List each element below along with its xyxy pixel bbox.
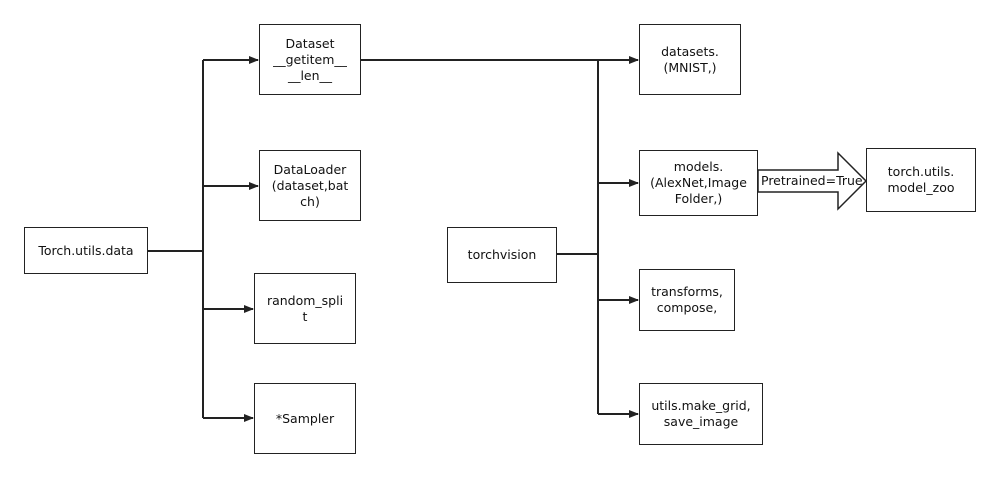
node-models[interactable]: models. (AlexNet,Image Folder,) [639,150,758,216]
node-label: Torch.utils.data [38,242,134,258]
node-torch-utils-data[interactable]: Torch.utils.data [24,227,148,274]
node-torchvision[interactable]: torchvision [447,227,557,283]
node-random-split[interactable]: random_spli t [254,273,356,344]
node-transforms[interactable]: transforms, compose, [639,269,735,331]
node-label: torch.utils. model_zoo [887,164,955,195]
node-label: torchvision [467,247,537,262]
node-utils[interactable]: utils.make_grid, save_image [639,383,763,445]
edge-label-pretrained: Pretrained=True [761,173,863,188]
node-label: datasets. (MNIST,) [661,43,719,75]
node-label: Dataset __getitem__ __len__ [273,35,347,83]
node-datasets[interactable]: datasets. (MNIST,) [639,24,741,95]
node-label: DataLoader (dataset,bat ch) [271,161,349,209]
node-label: utils.make_grid, save_image [651,398,751,429]
node-label: random_spli t [266,292,344,324]
node-label: transforms, compose, [651,284,723,315]
node-label: models. (AlexNet,Image Folder,) [650,159,747,206]
pretrained-arrow [757,151,868,211]
node-dataset[interactable]: Dataset __getitem__ __len__ [259,24,361,95]
node-model-zoo[interactable]: torch.utils. model_zoo [866,148,976,212]
node-sampler[interactable]: *Sampler [254,383,356,454]
node-dataloader[interactable]: DataLoader (dataset,bat ch) [259,150,361,221]
node-label: *Sampler [275,410,335,426]
